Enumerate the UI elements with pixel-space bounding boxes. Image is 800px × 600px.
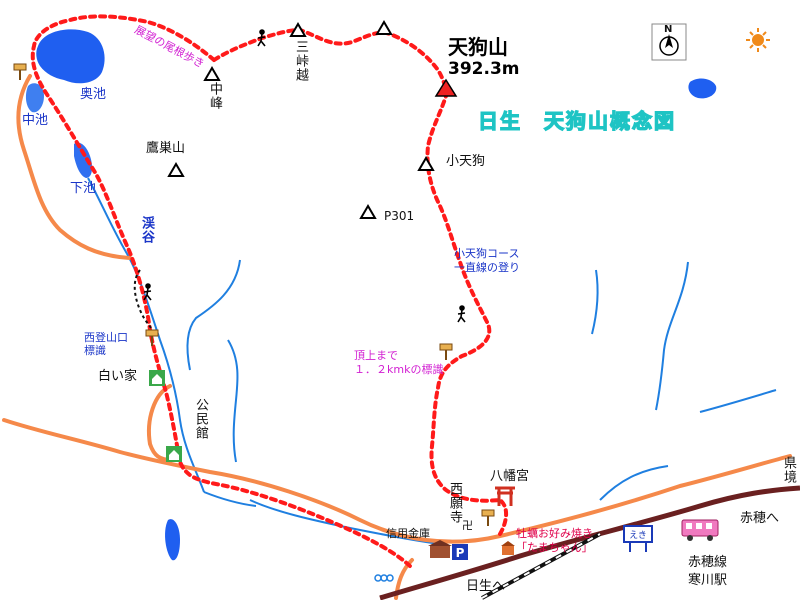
- hiking-route-branch: [133, 269, 155, 333]
- community-hall-label: 公民館: [192, 398, 208, 440]
- river-west-branch: [186, 259, 241, 371]
- peak-triangle-icon: [167, 162, 185, 177]
- house-icon: [166, 446, 182, 462]
- restaurant-icon: [501, 541, 515, 555]
- parking-label: P: [456, 546, 465, 560]
- train-icon: [681, 519, 719, 541]
- west-trailhead-label-2: 標識: [84, 344, 106, 357]
- okonomiyaki-label-1: 牡蠣お好み焼き: [516, 527, 593, 540]
- kotengu-course-note-1: 小天狗コース: [454, 247, 520, 260]
- hiker-icon: [257, 29, 266, 47]
- pond-oike: [36, 29, 105, 84]
- pond-south: [165, 519, 180, 561]
- road-main: [2, 418, 792, 544]
- rail-line-label: 赤穂線: [688, 555, 728, 570]
- peak-triangle-icon: [203, 66, 221, 81]
- railway: [379, 485, 800, 600]
- pond-shimoike-label: 下池: [70, 181, 97, 196]
- river-east-2: [699, 389, 777, 413]
- hiker-icon: [457, 305, 466, 323]
- house-icon: [149, 370, 165, 386]
- peak-triangle-icon: [359, 204, 377, 219]
- hiking-route: [30, 14, 414, 570]
- west-trailhead-label-1: 西登山口: [84, 331, 128, 344]
- river-valley: [87, 177, 205, 493]
- pond-oike-label: 奥池: [80, 87, 107, 102]
- station-sign-icon: えき: [623, 525, 653, 552]
- summit-name: 天狗山: [448, 35, 508, 59]
- station-sign-label: えき: [629, 530, 647, 541]
- signpost-icon: [145, 329, 159, 346]
- kotengu-course-note-2: 一直線の登り: [454, 261, 520, 274]
- road-west: [16, 74, 132, 260]
- compass-icon: [651, 23, 687, 61]
- valley-label: 渓谷: [138, 216, 154, 244]
- compass-north-label: N: [664, 24, 673, 35]
- peak-triangle-icon: [417, 156, 435, 171]
- signpost-icon: [439, 343, 453, 360]
- temple-icon: 卍: [462, 519, 473, 532]
- to-ako-label: 赤穂へ: [740, 511, 780, 526]
- to-hinase-label: 日生へ: [466, 579, 506, 594]
- peak-triangle-icon: [375, 20, 393, 35]
- river-mid: [227, 339, 239, 463]
- pond-shimoike: [74, 142, 93, 178]
- pond-east: [688, 78, 717, 99]
- summit-elevation: 392.3m: [448, 59, 520, 79]
- signposts: [13, 63, 495, 526]
- pond-nakaike: [25, 83, 44, 113]
- peak-nakamine: 中峰: [206, 82, 222, 110]
- roads: [2, 74, 792, 600]
- peak-kotengu: 小天狗: [446, 154, 486, 169]
- peak-mitoge: 三峠越: [292, 40, 308, 82]
- shrine-gate-icon: [495, 486, 515, 506]
- river-south: [203, 491, 257, 507]
- river-southeast: [599, 465, 669, 501]
- station-label: 寒川駅: [688, 573, 728, 588]
- parking-icon: P: [452, 544, 468, 560]
- saiganji-label: 西願寺: [446, 482, 462, 524]
- to-summit-note-1: 頂上まで: [354, 349, 398, 362]
- signpost-icon: [13, 63, 27, 80]
- peak-triangle-icon: [289, 22, 307, 37]
- signpost-icon: [481, 509, 495, 526]
- bank-building-icon: [428, 540, 452, 558]
- to-summit-note-2: １．２kmkの標識: [354, 363, 444, 376]
- okonomiyaki-label-2: 「たまちゃん」: [516, 541, 593, 554]
- river-east-1: [655, 261, 689, 411]
- peaks: [167, 20, 435, 219]
- summit-triangle-icon: [434, 78, 458, 97]
- hiking-route-ridge: [212, 27, 508, 536]
- peak-takanosu: 鷹巣山: [146, 141, 186, 156]
- hiker-icon: [143, 283, 152, 301]
- pond-nakaike-label: 中池: [22, 113, 49, 128]
- hikers: [143, 29, 466, 323]
- hachiman-label: 八幡宮: [490, 469, 530, 484]
- road-loop: [147, 384, 174, 462]
- peak-p301: P301: [384, 209, 415, 223]
- bank-label: 信用金庫: [386, 527, 430, 540]
- map-title: 日生 天狗山概念図: [477, 109, 676, 133]
- river-east-3: [591, 269, 599, 335]
- sun-icon: [746, 28, 770, 52]
- prefecture-border-label: 県境: [780, 456, 796, 484]
- bridge-icon: [374, 574, 394, 582]
- white-house-label: 白い家: [98, 369, 138, 384]
